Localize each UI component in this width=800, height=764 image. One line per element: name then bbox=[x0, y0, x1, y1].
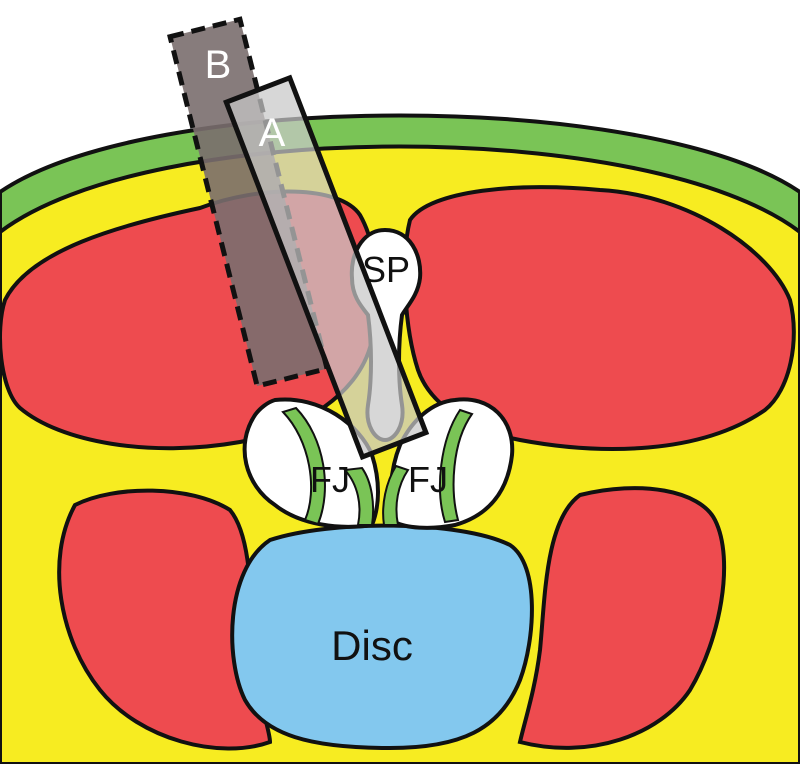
spinous-process-label: SP bbox=[362, 249, 410, 290]
probe-a bbox=[223, 74, 430, 461]
probe-a-label: A bbox=[259, 111, 286, 155]
facet-joint-left-label: FJ bbox=[310, 459, 350, 500]
facet-ligament-right bbox=[382, 464, 410, 526]
psoas-muscle-right bbox=[517, 486, 727, 750]
intervertebral-disc bbox=[230, 523, 534, 751]
facet-joint-right-label: FJ bbox=[408, 459, 448, 500]
facet-ligament-left bbox=[343, 466, 375, 526]
disc-label: Disc bbox=[331, 622, 413, 669]
facet-cartilage-right bbox=[439, 408, 474, 524]
facet-cartilage-left bbox=[281, 406, 326, 526]
probe-b-label: B bbox=[205, 43, 232, 87]
paraspinal-muscle-right bbox=[402, 185, 796, 451]
